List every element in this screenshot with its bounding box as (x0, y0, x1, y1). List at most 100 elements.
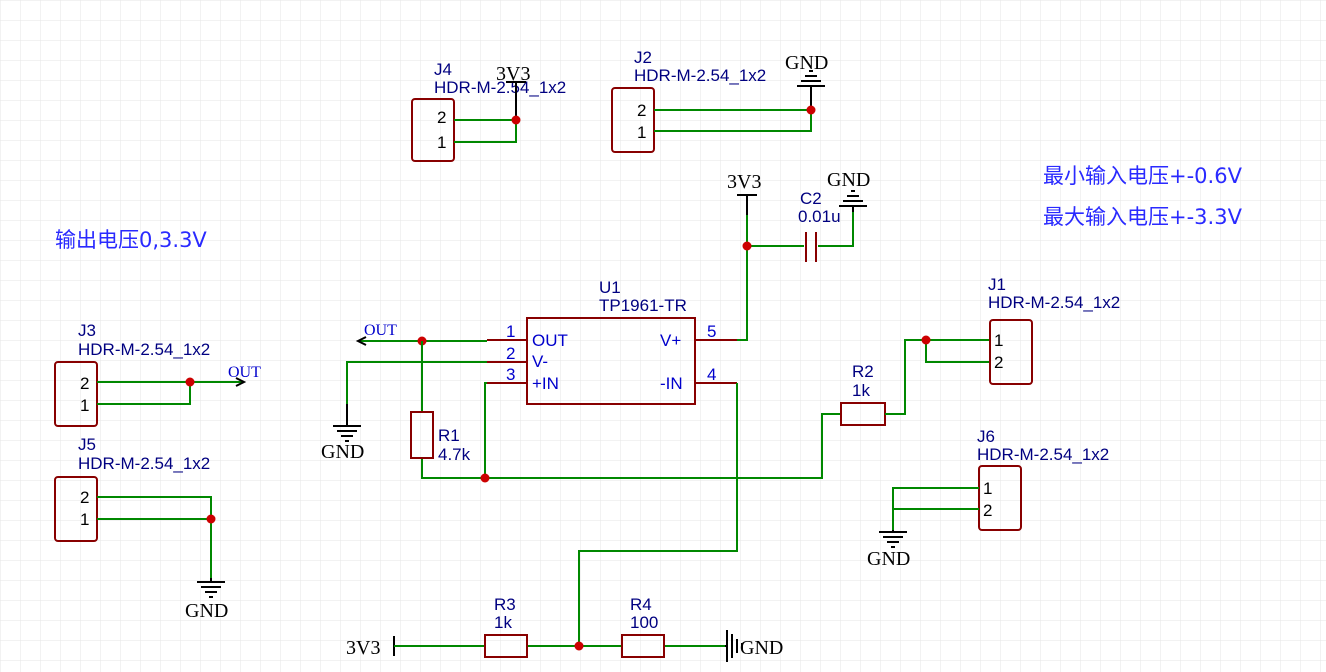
u1-pin-lines (487, 339, 737, 384)
r1-value: 4.7k (438, 445, 471, 464)
r2-j1-wires (885, 339, 990, 415)
r1-feedback-wire (421, 341, 841, 479)
j6-gnd-label: GND (867, 548, 910, 570)
c2-gnd-label: GND (827, 169, 870, 191)
j3-body (54, 361, 98, 427)
j3-wires (97, 381, 242, 405)
u1-pin4-num: 4 (707, 365, 716, 384)
j2-wires (654, 109, 812, 132)
junction (806, 105, 816, 115)
divider-gnd-label: GND (740, 637, 783, 659)
junction (921, 335, 931, 345)
j1-ref: J1 (988, 275, 1006, 294)
opamp-u1[interactable]: U1 TP1961-TR OUT V- +IN V+ -IN 1 2 3 5 4 (487, 278, 737, 405)
u1-pin5-name: V+ (660, 331, 681, 350)
j3-value: HDR-M-2.54_1x2 (78, 340, 210, 359)
j2-value: HDR-M-2.54_1x2 (634, 66, 766, 85)
r4-ref: R4 (630, 595, 652, 614)
j4-value: HDR-M-2.54_1x2 (434, 78, 566, 97)
junction (480, 473, 490, 483)
resistor-r3[interactable]: R3 1k (484, 595, 528, 658)
r4-value: 100 (630, 613, 658, 632)
connector-j5[interactable]: J5 HDR-M-2.54_1x2 2 1 (54, 435, 210, 542)
r2-value: 1k (852, 381, 870, 400)
c2-wires (747, 212, 854, 247)
j4-pin2-label: 2 (437, 108, 446, 127)
capacitor-c2[interactable]: C2 0.01u (798, 189, 841, 262)
j5-gnd-symbol (197, 578, 225, 598)
junction (511, 115, 521, 125)
u1-pin1-name: OUT (532, 331, 568, 350)
r2-ref: R2 (852, 362, 874, 381)
j2-ref: J2 (634, 48, 652, 67)
out-net-label: OUT (364, 322, 397, 339)
j4-body (411, 98, 455, 162)
u1-value: TP1961-TR (599, 296, 687, 315)
j3-pin1-label: 1 (80, 396, 89, 415)
j1-pin1-label: 1 (994, 331, 1003, 350)
vplus-3v3-label: 3V3 (727, 171, 761, 193)
r3-ref: R3 (494, 595, 516, 614)
j3-ref: J3 (78, 321, 96, 340)
j4-3v3-label: 3V3 (496, 63, 530, 85)
plusin-wire (484, 382, 487, 478)
junction (185, 377, 195, 387)
note-max-input: 最大输入电压+-3.3V (1043, 205, 1243, 229)
c2-gnd-symbol (839, 190, 867, 212)
j4-wires (454, 119, 517, 143)
j5-value: HDR-M-2.54_1x2 (78, 454, 210, 473)
note-min-input: 最小输入电压+-0.6V (1043, 164, 1243, 188)
j1-value: HDR-M-2.54_1x2 (988, 293, 1120, 312)
connector-j6[interactable]: J6 HDR-M-2.54_1x2 1 2 (977, 427, 1109, 531)
j3-out-label: OUT (228, 364, 261, 381)
j6-pin2-label: 2 (983, 501, 992, 520)
j5-wires (97, 496, 212, 578)
note-output-voltage: 输出电压0,3.3V (55, 228, 207, 252)
resistor-r2[interactable]: R2 1k (840, 362, 886, 426)
vminus-wire (346, 361, 487, 404)
vminus-gnd-symbol (333, 404, 361, 442)
u1-pin1-num: 1 (506, 322, 515, 341)
junction (574, 641, 584, 651)
j6-body (978, 465, 1022, 531)
j1-pin2-label: 2 (994, 353, 1003, 372)
connector-j1[interactable]: J1 HDR-M-2.54_1x2 1 2 (988, 275, 1120, 385)
resistor-r1[interactable]: R1 4.7k (410, 411, 471, 464)
j3-out-arrow (235, 377, 247, 387)
j5-pin1-label: 1 (80, 510, 89, 529)
j6-value: HDR-M-2.54_1x2 (977, 445, 1109, 464)
j6-wires (892, 487, 979, 530)
u1-pin4-name: -IN (660, 374, 683, 393)
u1-pin2-num: 2 (506, 344, 515, 363)
j4-pin1-label: 1 (437, 133, 446, 152)
r4-body (621, 634, 665, 658)
u1-pin3-name: +IN (532, 374, 559, 393)
j1-body (989, 319, 1033, 385)
j4-ref: J4 (434, 60, 452, 79)
c2-ref: C2 (800, 189, 822, 208)
j6-ref: J6 (977, 427, 995, 446)
connector-j3[interactable]: J3 HDR-M-2.54_1x2 2 1 (54, 321, 210, 427)
junction (206, 514, 216, 524)
j5-pin2-label: 2 (80, 488, 89, 507)
minusin-wire (578, 383, 738, 646)
j3-pin2-label: 2 (80, 374, 89, 393)
resistor-r4[interactable]: R4 100 (621, 595, 665, 658)
divider-gnd-symbol (725, 630, 743, 662)
connector-j4[interactable]: J4 HDR-M-2.54_1x2 2 1 (411, 60, 566, 162)
j2-gnd-label: GND (785, 52, 828, 74)
j2-body (611, 87, 655, 153)
r1-body (410, 411, 434, 459)
connector-j2[interactable]: J2 HDR-M-2.54_1x2 2 1 (611, 48, 766, 153)
j2-gnd-symbol (797, 70, 825, 110)
j5-body (54, 476, 98, 542)
vminus-gnd-label: GND (321, 441, 364, 463)
j2-pin2-label: 2 (637, 101, 646, 120)
c2-value: 0.01u (798, 207, 841, 226)
j6-gnd-symbol (879, 530, 907, 548)
j6-pin1-label: 1 (983, 479, 992, 498)
r3-body (484, 634, 528, 658)
out-net-arrow (355, 336, 367, 346)
